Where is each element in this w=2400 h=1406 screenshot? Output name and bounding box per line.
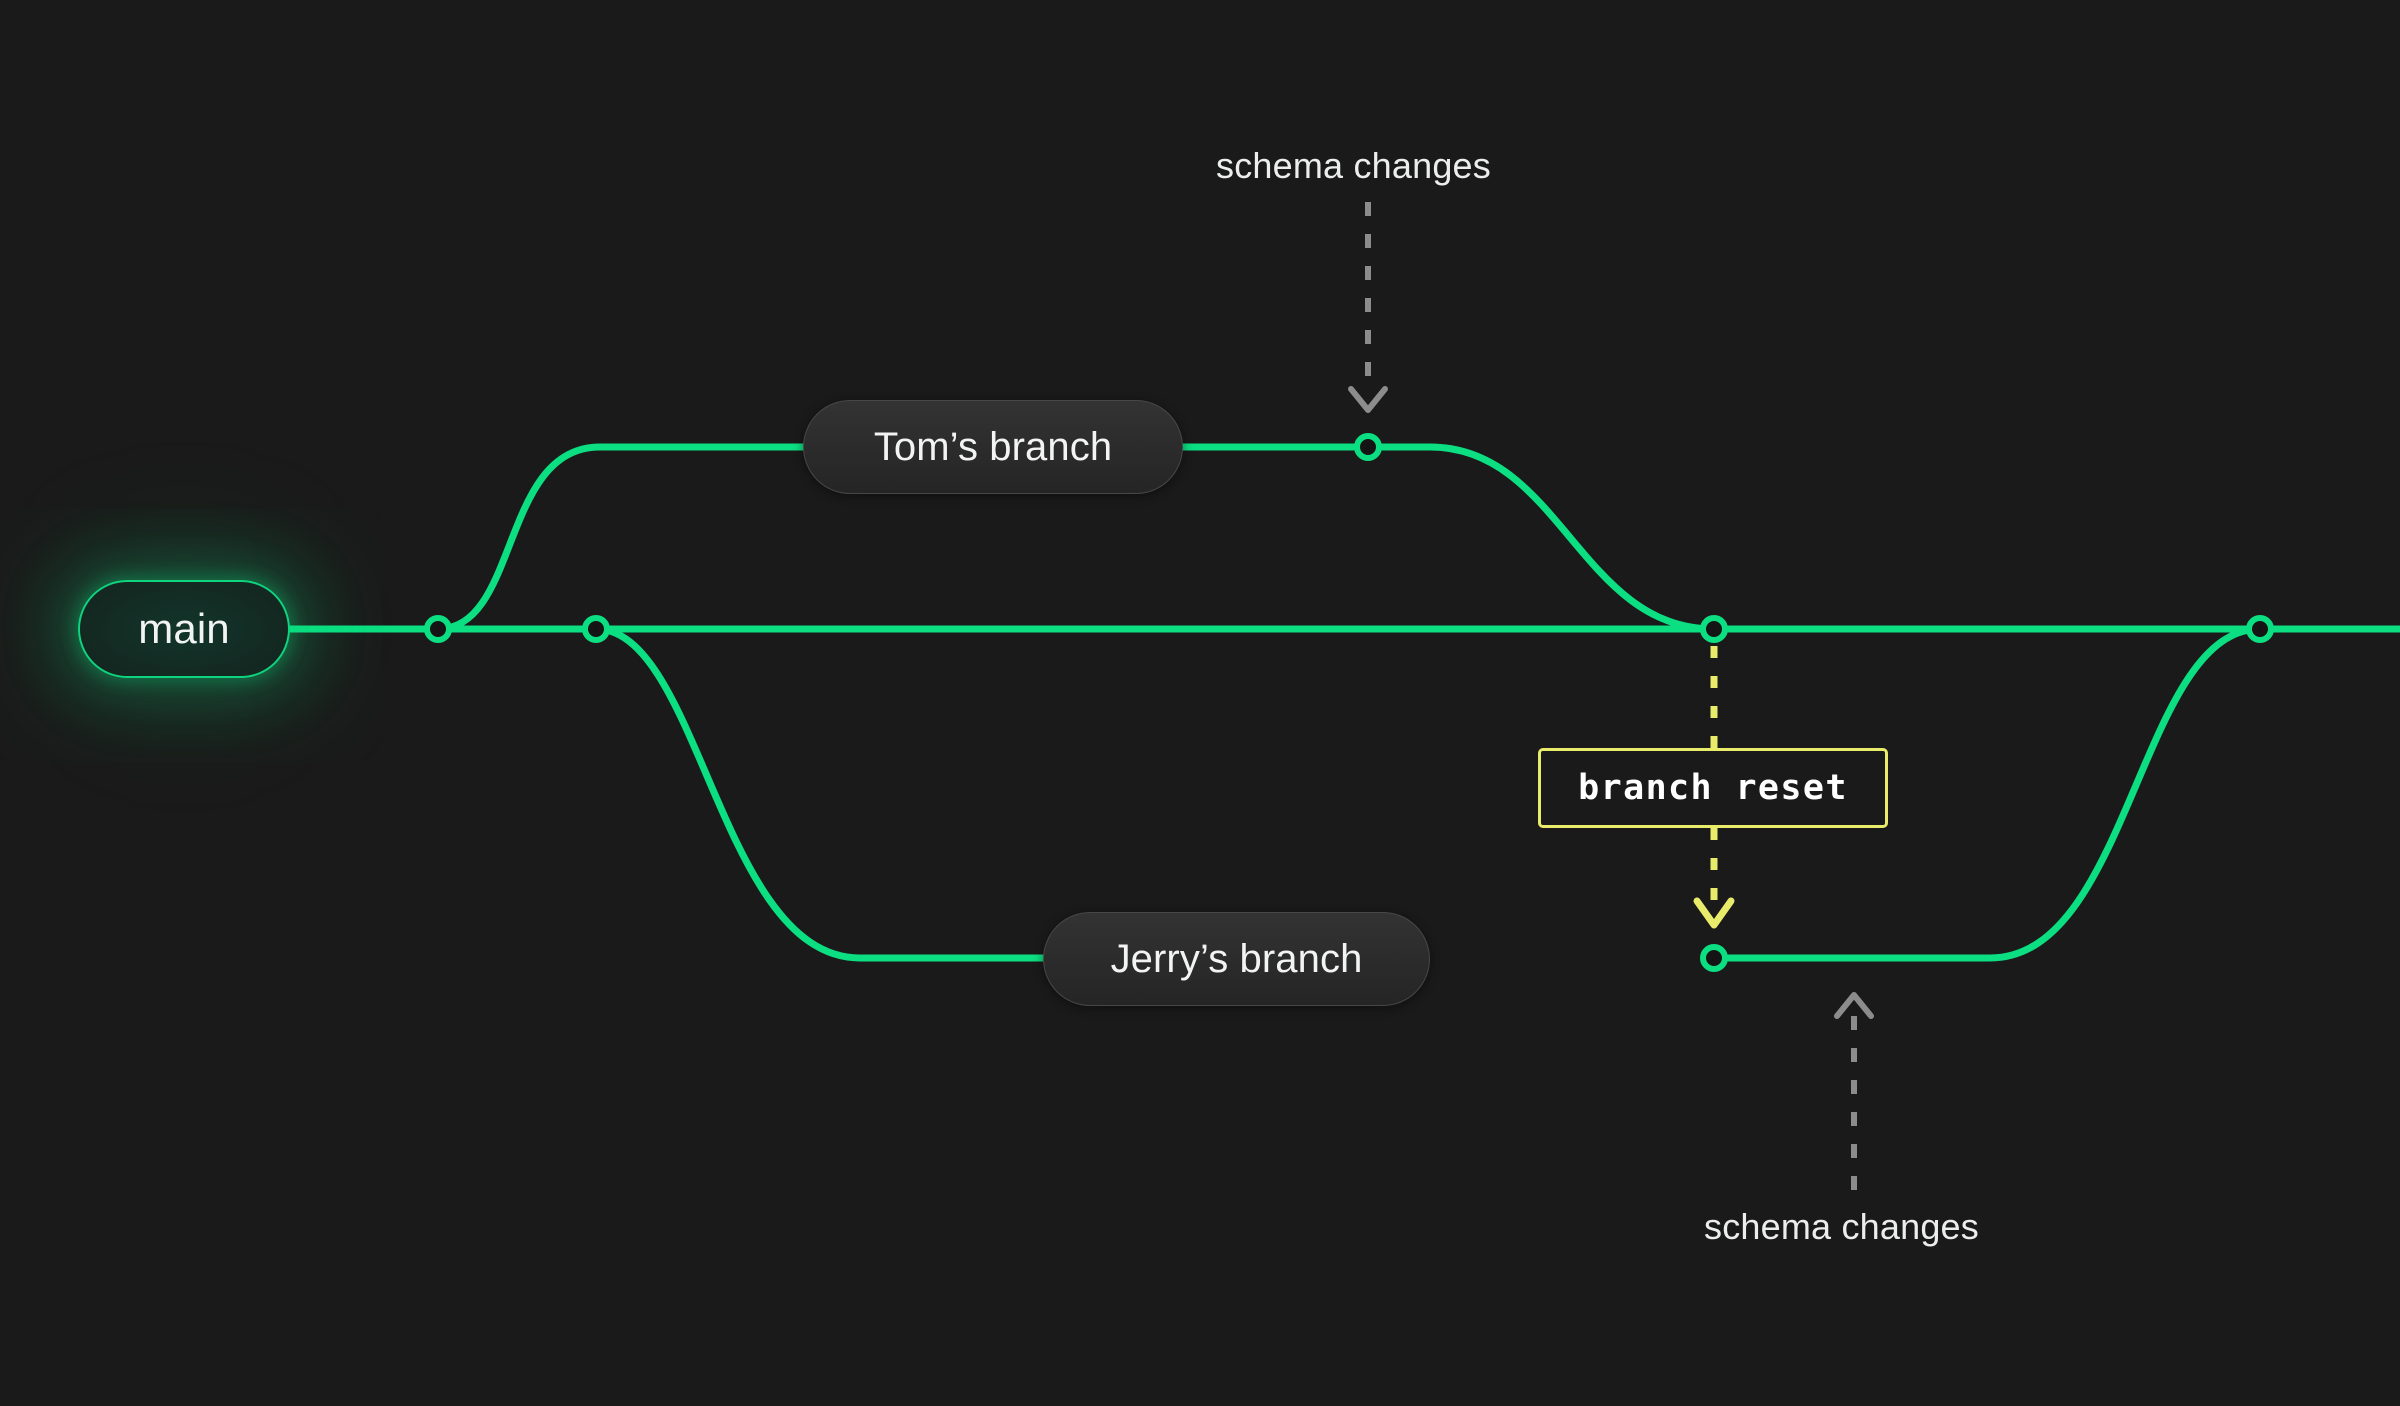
commit-node-tom-schema-changes[interactable] [1354, 433, 1382, 461]
commit-node-jerry-reset-target[interactable] [1700, 944, 1728, 972]
annotation-label-schema-changes-bottom: schema changes [1704, 1206, 1979, 1247]
annotation-label-schema-changes-top: schema changes [1216, 145, 1491, 186]
branch-reset-callout[interactable]: branch reset [1538, 748, 1888, 828]
schema-changes-bottom-arrow-head [1834, 992, 1874, 1019]
commit-node-main-merge-jerry[interactable] [2246, 615, 2274, 643]
commit-node-main-fork-tom[interactable] [424, 615, 452, 643]
branch-pill-main[interactable]: main [78, 580, 290, 678]
commit-nodes [424, 433, 2274, 972]
branch-pill-tom[interactable]: Tom’s branch [803, 400, 1183, 494]
branch-pill-jerry[interactable]: Jerry’s branch [1043, 912, 1430, 1006]
jerry-branch-fork [592, 625, 1047, 962]
jerry-branch-merge [1710, 625, 2264, 962]
commit-node-main-reset-point[interactable] [1700, 615, 1728, 643]
tom-branch-fork [434, 443, 807, 633]
tom-branch-merge [1179, 443, 1718, 633]
schema-changes-top-arrow-head [1348, 386, 1388, 413]
lane-tom [434, 443, 1718, 633]
lane-jerry [592, 625, 2264, 962]
branch-reset-arrow-head [1693, 897, 1735, 929]
branch-reset-connector [1693, 646, 1735, 929]
annotation-arrows [1348, 202, 1874, 1190]
commit-node-main-fork-jerry[interactable] [582, 615, 610, 643]
